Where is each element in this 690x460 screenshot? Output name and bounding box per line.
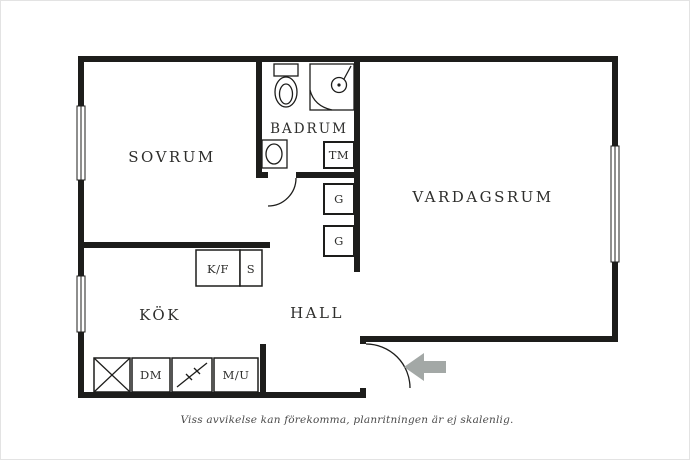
wall-segment [78,242,270,248]
cabinet-boxes [195,141,355,287]
wall-segment [78,56,618,62]
room-labels: SOVRUM BADRUM VARDAGSRUM KÖK HALL TM G G… [128,121,553,382]
room-label-hall: HALL [290,304,344,322]
wall-segment [360,388,366,398]
entry-arrow-icon [404,353,446,381]
door-arcs [267,177,411,389]
room-label-vardagsrum: VARDAGSRUM [411,188,553,206]
label-micro-oven: M/U [223,368,250,382]
wall-segment [296,172,360,178]
dishwasher-box [131,357,171,393]
stove-icon [171,357,213,393]
label-dishwasher: DM [140,368,162,382]
badrum-door-arc [267,177,297,207]
wardrobe-box-2 [323,225,355,257]
wall-segment [354,56,360,272]
window-sovrum [76,105,86,181]
wall-segment [78,56,84,398]
wall-segment [260,344,266,398]
windows [76,105,620,333]
wall-segment [256,56,262,178]
wardrobe-box-1 [323,183,355,215]
sink-icon [261,139,288,169]
room-label-badrum: BADRUM [270,121,348,137]
kitchen-sink-icon [93,357,131,393]
label-pantry: S [247,262,255,276]
washing-machine-box [323,141,355,169]
label-washing-machine: TM [329,148,349,162]
label-wardrobe-1: G [334,192,344,206]
micro-oven-box [213,357,259,393]
wall-segment [78,392,366,398]
window-kok [76,275,86,333]
shower-icon [309,63,355,111]
disclaimer-text: Viss avvikelse kan förekomma, planritnin… [180,414,513,426]
wall-segment [360,336,618,342]
fridge-freezer-box [195,249,241,287]
toilet-icon [273,63,299,108]
room-label-kok: KÖK [139,306,181,324]
label-fridge-freezer: K/F [207,262,229,276]
pantry-box [239,249,263,287]
entry-door-arc [365,343,411,389]
window-vardagsrum [610,145,620,263]
kitchen-appliances [93,357,259,393]
label-wardrobe-2: G [334,234,344,248]
wall-segment [256,172,268,178]
room-label-sovrum: SOVRUM [128,148,215,166]
